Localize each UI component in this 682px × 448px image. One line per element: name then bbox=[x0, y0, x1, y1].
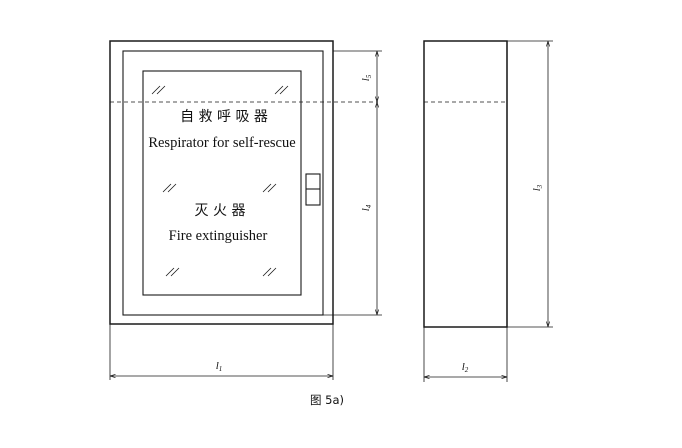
dim-l4-letter: l bbox=[360, 208, 372, 211]
cabinet-outer-frame bbox=[109, 40, 334, 325]
dim-l4-sub: 4 bbox=[365, 204, 373, 208]
svg-text:l4: l4 bbox=[360, 204, 373, 211]
dimension-l3: l3 bbox=[507, 40, 553, 328]
svg-text:l3: l3 bbox=[531, 184, 544, 191]
dim-l5-letter: l bbox=[360, 78, 372, 81]
cabinet-inner-frame bbox=[122, 50, 324, 316]
front-view: 自 救 呼 吸 器 Respirator for self-rescue 灭 火… bbox=[109, 40, 378, 325]
glass-window bbox=[142, 70, 302, 296]
dimension-l1: l1 bbox=[109, 324, 334, 380]
svg-text:l1: l1 bbox=[216, 360, 223, 373]
dim-l1-sub: 1 bbox=[219, 365, 223, 373]
dim-l5-sub: 5 bbox=[365, 74, 373, 78]
dimension-l2: l2 bbox=[423, 327, 508, 382]
svg-text:l2: l2 bbox=[462, 361, 469, 374]
door-handle bbox=[305, 173, 321, 206]
label-en-extinguisher: Fire extinguisher bbox=[169, 228, 268, 244]
dim-l2-letter: l bbox=[462, 361, 465, 373]
dimension-l5: l5 bbox=[333, 50, 382, 102]
dimension-l4: l4 bbox=[323, 102, 382, 316]
label-cn-extinguisher: 灭 火 器 bbox=[195, 203, 246, 219]
svg-text:l5: l5 bbox=[360, 74, 373, 81]
dim-l2-sub: 2 bbox=[465, 366, 469, 374]
dim-l1-letter: l bbox=[216, 360, 219, 372]
label-en-respirator: Respirator for self-rescue bbox=[148, 135, 295, 151]
figure-caption: 图 5a) bbox=[310, 393, 344, 407]
label-cn-respirator: 自 救 呼 吸 器 bbox=[180, 109, 268, 125]
side-view bbox=[423, 40, 508, 328]
dim-l3-sub: 3 bbox=[536, 184, 544, 189]
side-view-body bbox=[423, 40, 508, 328]
dim-l3-letter: l bbox=[531, 188, 543, 191]
glass-reflection-marks bbox=[151, 85, 289, 277]
